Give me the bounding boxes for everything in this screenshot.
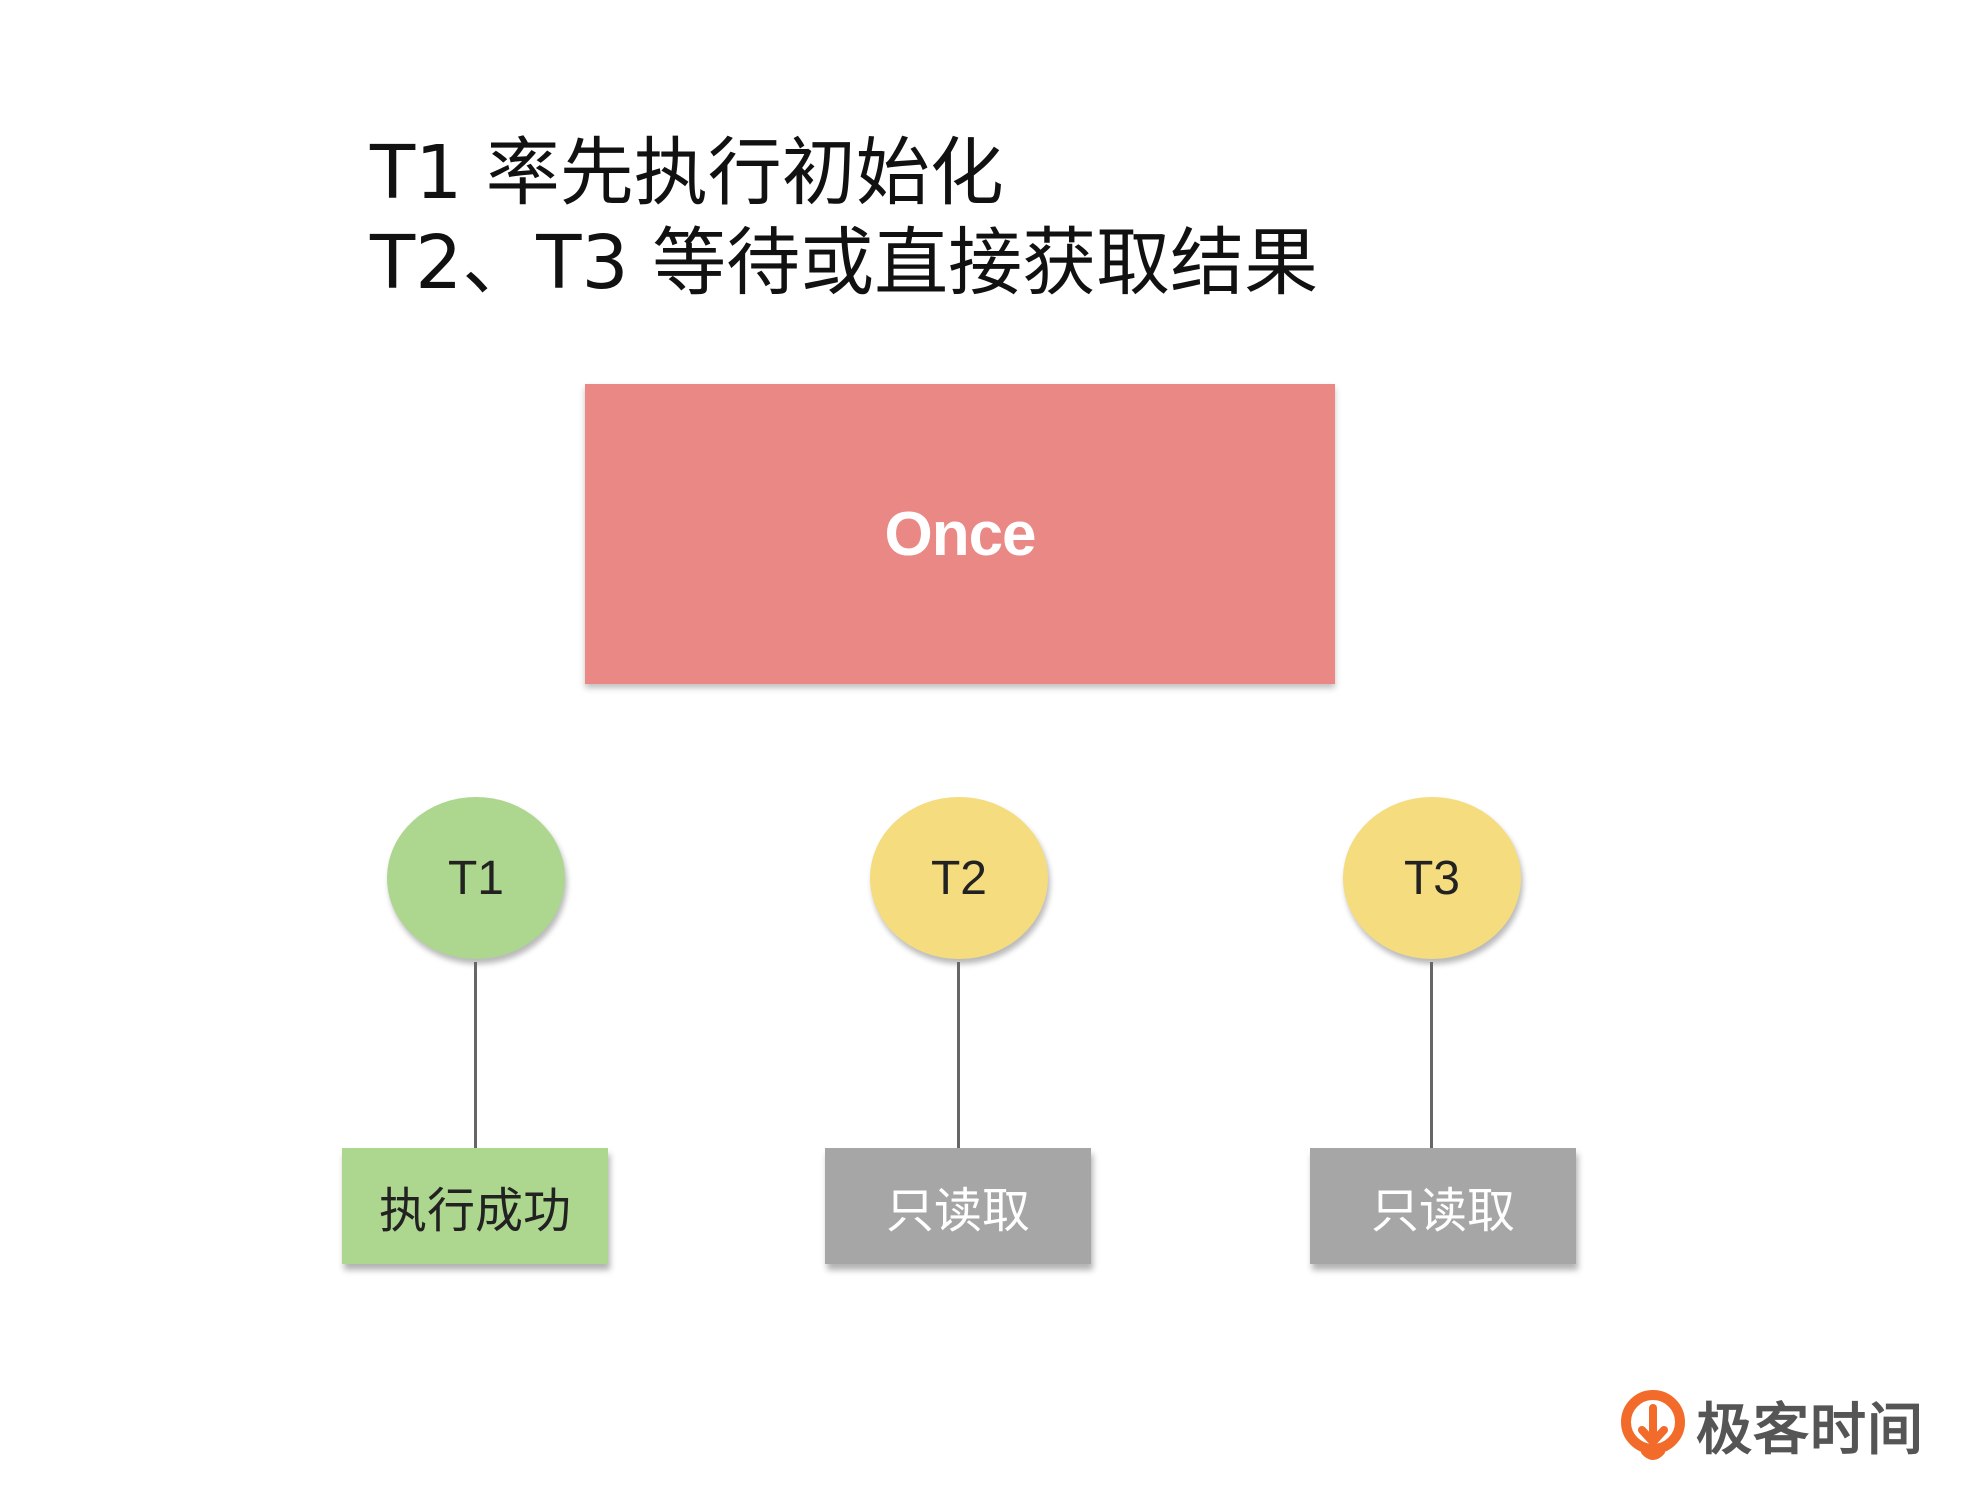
connector-t3 — [1430, 962, 1433, 1149]
result-label-t1: 执行成功 — [378, 1183, 571, 1239]
once-box: Once — [585, 384, 1335, 684]
thread-label-t3: T3 — [1403, 851, 1460, 905]
result-label-t2: 只读取 — [885, 1183, 1030, 1239]
connector-t1 — [474, 962, 477, 1149]
thread-label-t1: T1 — [447, 851, 504, 905]
result-box-t1: 执行成功 — [342, 1148, 608, 1264]
result-box-t2: 只读取 — [825, 1148, 1091, 1264]
thread-node-t3: T3 — [1343, 797, 1521, 959]
title-line-1: T1 率先执行初始化 — [370, 130, 1004, 216]
once-label: Once — [884, 499, 1036, 569]
result-label-t3: 只读取 — [1370, 1183, 1515, 1239]
brand-logo-icon — [1621, 1389, 1685, 1460]
result-box-t3: 只读取 — [1310, 1148, 1576, 1264]
title-line-2: T2、T3 等待或直接获取结果 — [370, 220, 1319, 306]
brand-logo: 极客时间 — [1620, 1385, 1924, 1466]
brand-logo-text: 极客时间 — [1696, 1398, 1924, 1463]
thread-label-t2: T2 — [930, 851, 987, 905]
connector-t2 — [957, 962, 960, 1149]
thread-node-t2: T2 — [870, 797, 1048, 959]
thread-node-t1: T1 — [387, 797, 565, 959]
